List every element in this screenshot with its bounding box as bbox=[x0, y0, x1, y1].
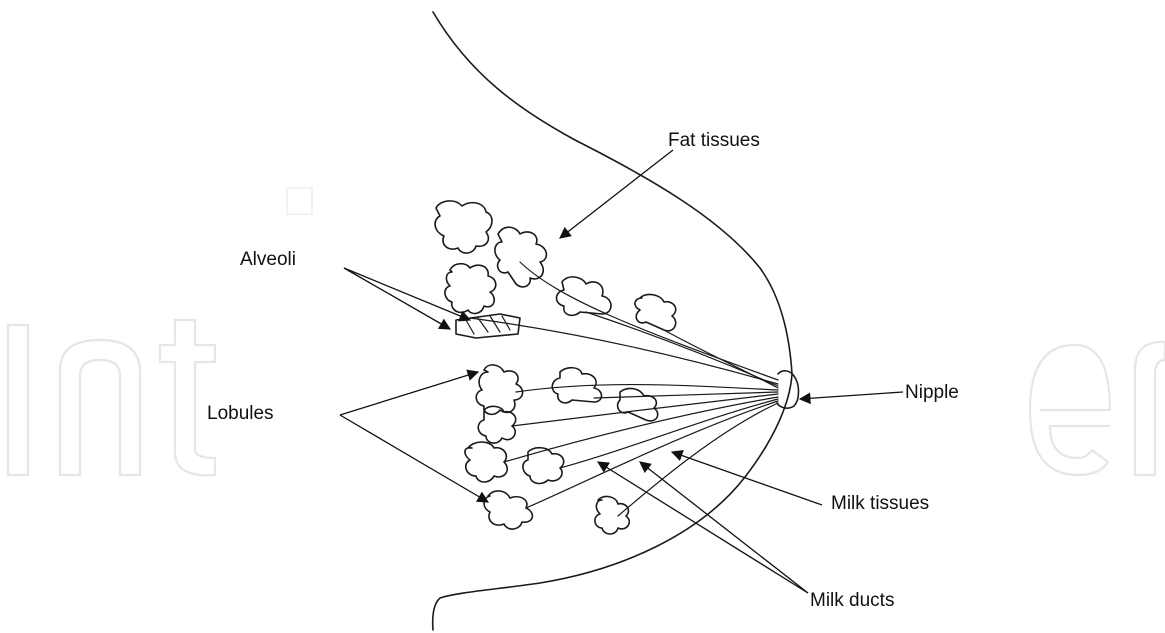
label-lobules: Lobules bbox=[207, 403, 274, 424]
pointer-lines bbox=[340, 150, 903, 593]
nipple-shape bbox=[777, 371, 799, 408]
watermark-logo bbox=[8, 320, 1165, 475]
pointer-milk-ducts-b bbox=[640, 462, 808, 593]
pointer-alveoli-b bbox=[344, 268, 450, 329]
pointer-fat-tissues bbox=[560, 150, 673, 238]
label-milk-tissues: Milk tissues bbox=[831, 493, 929, 514]
pointer-alveoli-a bbox=[344, 268, 470, 320]
label-fat-tissues: Fat tissues bbox=[668, 130, 760, 151]
pointer-lobules-b bbox=[340, 415, 488, 502]
label-nipple: Nipple bbox=[905, 382, 959, 403]
label-milk-ducts: Milk ducts bbox=[810, 590, 894, 611]
pointer-lobules-a bbox=[340, 372, 478, 415]
pointer-milk-tissues bbox=[672, 452, 822, 505]
faint-square-mark bbox=[287, 188, 312, 214]
lobules-group bbox=[435, 201, 676, 534]
pointer-nipple bbox=[800, 392, 903, 399]
pointer-milk-ducts-a bbox=[598, 462, 808, 593]
label-alveoli: Alveoli bbox=[240, 249, 296, 270]
